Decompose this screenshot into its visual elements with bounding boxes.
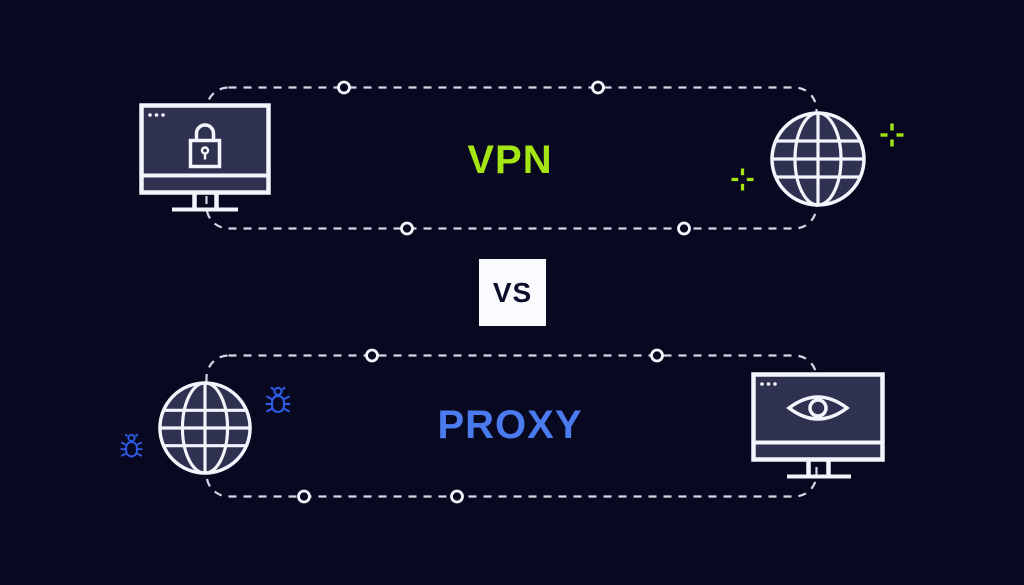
route-node	[297, 489, 311, 504]
vpn-label: VPN	[467, 138, 553, 182]
route-node	[337, 80, 351, 95]
window-dots	[760, 382, 777, 386]
monitor-stand	[787, 460, 851, 479]
route-node	[450, 489, 464, 504]
sparkle-plus-icon	[731, 168, 754, 191]
padlock-icon	[188, 123, 222, 169]
eye-icon	[786, 395, 850, 421]
route-node	[650, 348, 664, 363]
bug-icon	[120, 433, 143, 458]
route-node	[365, 348, 379, 363]
monitor-eye-icon	[751, 372, 885, 479]
route-node	[591, 80, 605, 95]
vs-badge: VS	[479, 259, 546, 326]
globe-icon	[770, 111, 866, 207]
proxy-label: PROXY	[437, 403, 583, 447]
monitor-stand	[172, 193, 238, 212]
sparkle-plus-icon	[880, 123, 904, 147]
vs-label: VS	[492, 276, 533, 308]
globe-icon	[158, 381, 252, 475]
route-nodes	[297, 80, 691, 504]
route-node	[400, 221, 414, 236]
bug-icon	[265, 386, 291, 414]
window-dots	[148, 113, 165, 117]
monitor-lock-icon	[139, 103, 271, 212]
route-node	[677, 221, 691, 236]
